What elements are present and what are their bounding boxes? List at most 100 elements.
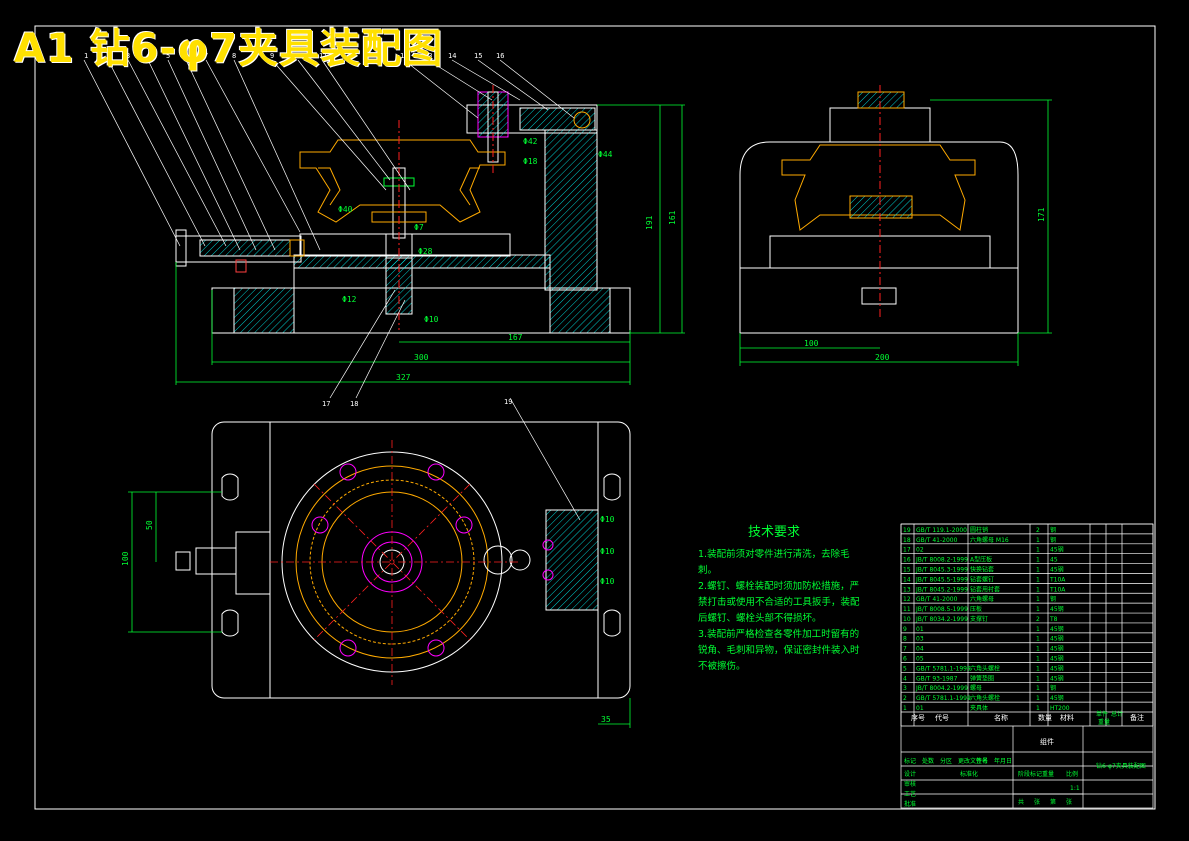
- bom-cell-code: GB/T 41-2000: [916, 596, 958, 603]
- bom-cell-mat: T8: [1049, 616, 1058, 623]
- bom-cell-qty: 1: [1036, 695, 1040, 702]
- bom-cell-code: GB/T 93-1987: [916, 675, 958, 682]
- dim-300: 300: [414, 353, 429, 362]
- bom-cell-code: JB/T 8045.3-1999: [915, 566, 968, 573]
- bom-cell-qty: 1: [1036, 685, 1040, 692]
- workpiece: [299, 139, 506, 223]
- front-view: [175, 85, 631, 334]
- bom-cell-mat: 45钢: [1050, 546, 1064, 554]
- tech-req-item-3: 3.装配前严格检查各零件加工时留有的锐角、毛刺和异物，保证密封件装入时不被擦伤。: [698, 629, 860, 672]
- tech-req-heading: 技术要求: [748, 525, 801, 540]
- balloon-4: 4: [146, 52, 150, 60]
- balloon-16: 16: [496, 52, 504, 60]
- balloon-7: 7: [204, 52, 208, 60]
- bom-cell-mat: 钢: [1050, 536, 1056, 544]
- bom-cell-qty: 2: [1036, 616, 1040, 623]
- bom-cell-mat: 45钢: [1050, 605, 1064, 613]
- balloon-8: 8: [232, 52, 236, 60]
- dim-161: 161: [668, 210, 677, 225]
- tb-seq-header: 序号: [911, 713, 925, 722]
- balloon-6: 6: [184, 52, 188, 60]
- tb-unit-weight-header: 单件: [1096, 710, 1108, 718]
- role-label: 批准: [904, 800, 916, 808]
- bom-cell-code: JB/T 8034.2-1999: [915, 616, 968, 623]
- bom-cell-no: 5: [903, 665, 907, 672]
- bom-cell-qty: 1: [1036, 557, 1040, 564]
- bom-cell-mat: 45钢: [1050, 674, 1064, 682]
- bom-cell-qty: 1: [1036, 537, 1040, 544]
- bom-cell-code: JB/T 8004.2-1999: [915, 685, 968, 692]
- bom-cell-mat: 45钢: [1050, 635, 1064, 643]
- bom-cell-name: 六角头螺栓: [970, 694, 1000, 702]
- bom-cell-no: 11: [903, 606, 911, 613]
- bom-cell-qty: 2: [1036, 527, 1040, 534]
- tb-scale: 1:1: [1070, 785, 1080, 792]
- bom-cell-qty: 1: [1036, 586, 1040, 593]
- drill-bushing: [477, 91, 509, 138]
- bom-cell-name: 钻套螺钉: [970, 575, 994, 583]
- bolt-holes: [311, 463, 554, 657]
- bom-cell-qty: 1: [1036, 596, 1040, 603]
- top-base-plate: [211, 421, 631, 699]
- dim-side-171: 171: [1037, 207, 1046, 222]
- front-dimensions: [175, 104, 685, 385]
- dim-phi18: Φ18: [523, 157, 538, 166]
- technical-requirements: 技术要求 1.装配前须对零件进行清洗，去除毛刺。 2.螺钉、螺栓装配时须加防松措…: [698, 525, 863, 675]
- balloon-1: 1: [84, 52, 88, 60]
- dim-phi42: Φ42: [523, 137, 538, 146]
- bom-cell-qty: 1: [1036, 566, 1040, 573]
- bom-cell-name: 弹簧垫圈: [970, 674, 994, 682]
- dim-top-phi10-c: Φ10: [600, 577, 615, 586]
- sign-label: 年月日: [994, 757, 1012, 765]
- tb-name-header: 名称: [994, 713, 1008, 722]
- dim-167: 167: [508, 333, 523, 342]
- bom-cell-no: 16: [903, 557, 911, 564]
- role-label: 工艺: [904, 790, 916, 798]
- bom-cell-code: JB/T 8045.2-1999: [915, 586, 968, 593]
- sheet-label: 共: [1018, 798, 1024, 806]
- balloon-10: 10: [295, 52, 303, 60]
- bom-cell-qty: 1: [1036, 705, 1040, 712]
- bom-cell-name: 压板: [970, 605, 982, 613]
- bom-cell-no: 4: [903, 675, 907, 682]
- bom-cell-no: 10: [903, 616, 911, 623]
- balloon-18: 18: [350, 400, 358, 408]
- bom-cell-code: JB/T 8008.5-1999: [915, 606, 968, 613]
- bom-cell-mat: 45钢: [1050, 694, 1064, 702]
- bom-cell-mat: 钢: [1050, 526, 1056, 534]
- top-centerlines: [270, 440, 520, 685]
- bom-cell-no: 12: [903, 596, 911, 603]
- top-view: [175, 421, 631, 699]
- dim-top-35: 35: [601, 715, 611, 724]
- bom-cell-code: 04: [916, 646, 924, 653]
- bom-cell-mat: HT200: [1050, 705, 1070, 712]
- sign-label: 签名: [976, 757, 988, 765]
- dim-side-200: 200: [875, 353, 890, 362]
- balloon-11: 11: [319, 52, 327, 60]
- tb-total-weight-header: 总计: [1111, 710, 1123, 718]
- dim-top-50: 50: [145, 520, 154, 530]
- bom-cell-no: 7: [903, 646, 907, 653]
- drawing-title: A1 钻6-φ7夹具装配图: [14, 26, 444, 72]
- bom-cell-qty: 1: [1036, 656, 1040, 663]
- bom-cell-mat: T10A: [1049, 576, 1066, 583]
- balloon-leaders: [83, 59, 581, 521]
- bom-cell-mat: 钢: [1050, 684, 1056, 692]
- role-label: 设计: [904, 770, 916, 778]
- bom-cell-code: GB/T 5781.1-1999: [916, 695, 971, 702]
- bom-cell-no: 9: [903, 626, 907, 633]
- bom-cell-code: 01: [916, 626, 924, 633]
- bom-cell-code: GB/T 41-2000: [916, 537, 958, 544]
- bom-cell-name: 钻套用衬套: [970, 585, 1000, 593]
- side-view: [739, 85, 1019, 334]
- tb-group-label: 组件: [1040, 737, 1054, 746]
- tb-code-header: 代号: [935, 713, 949, 722]
- tb-qty-header: 数量: [1038, 713, 1052, 722]
- bom-cell-no: 19: [903, 527, 911, 534]
- balloon-2: 2: [106, 52, 110, 60]
- bom-cell-qty: 1: [1036, 547, 1040, 554]
- sign-label: 更改文件号: [958, 757, 988, 765]
- tb-weight-header: 重量: [1098, 718, 1110, 726]
- bom-cell-no: 18: [903, 537, 911, 544]
